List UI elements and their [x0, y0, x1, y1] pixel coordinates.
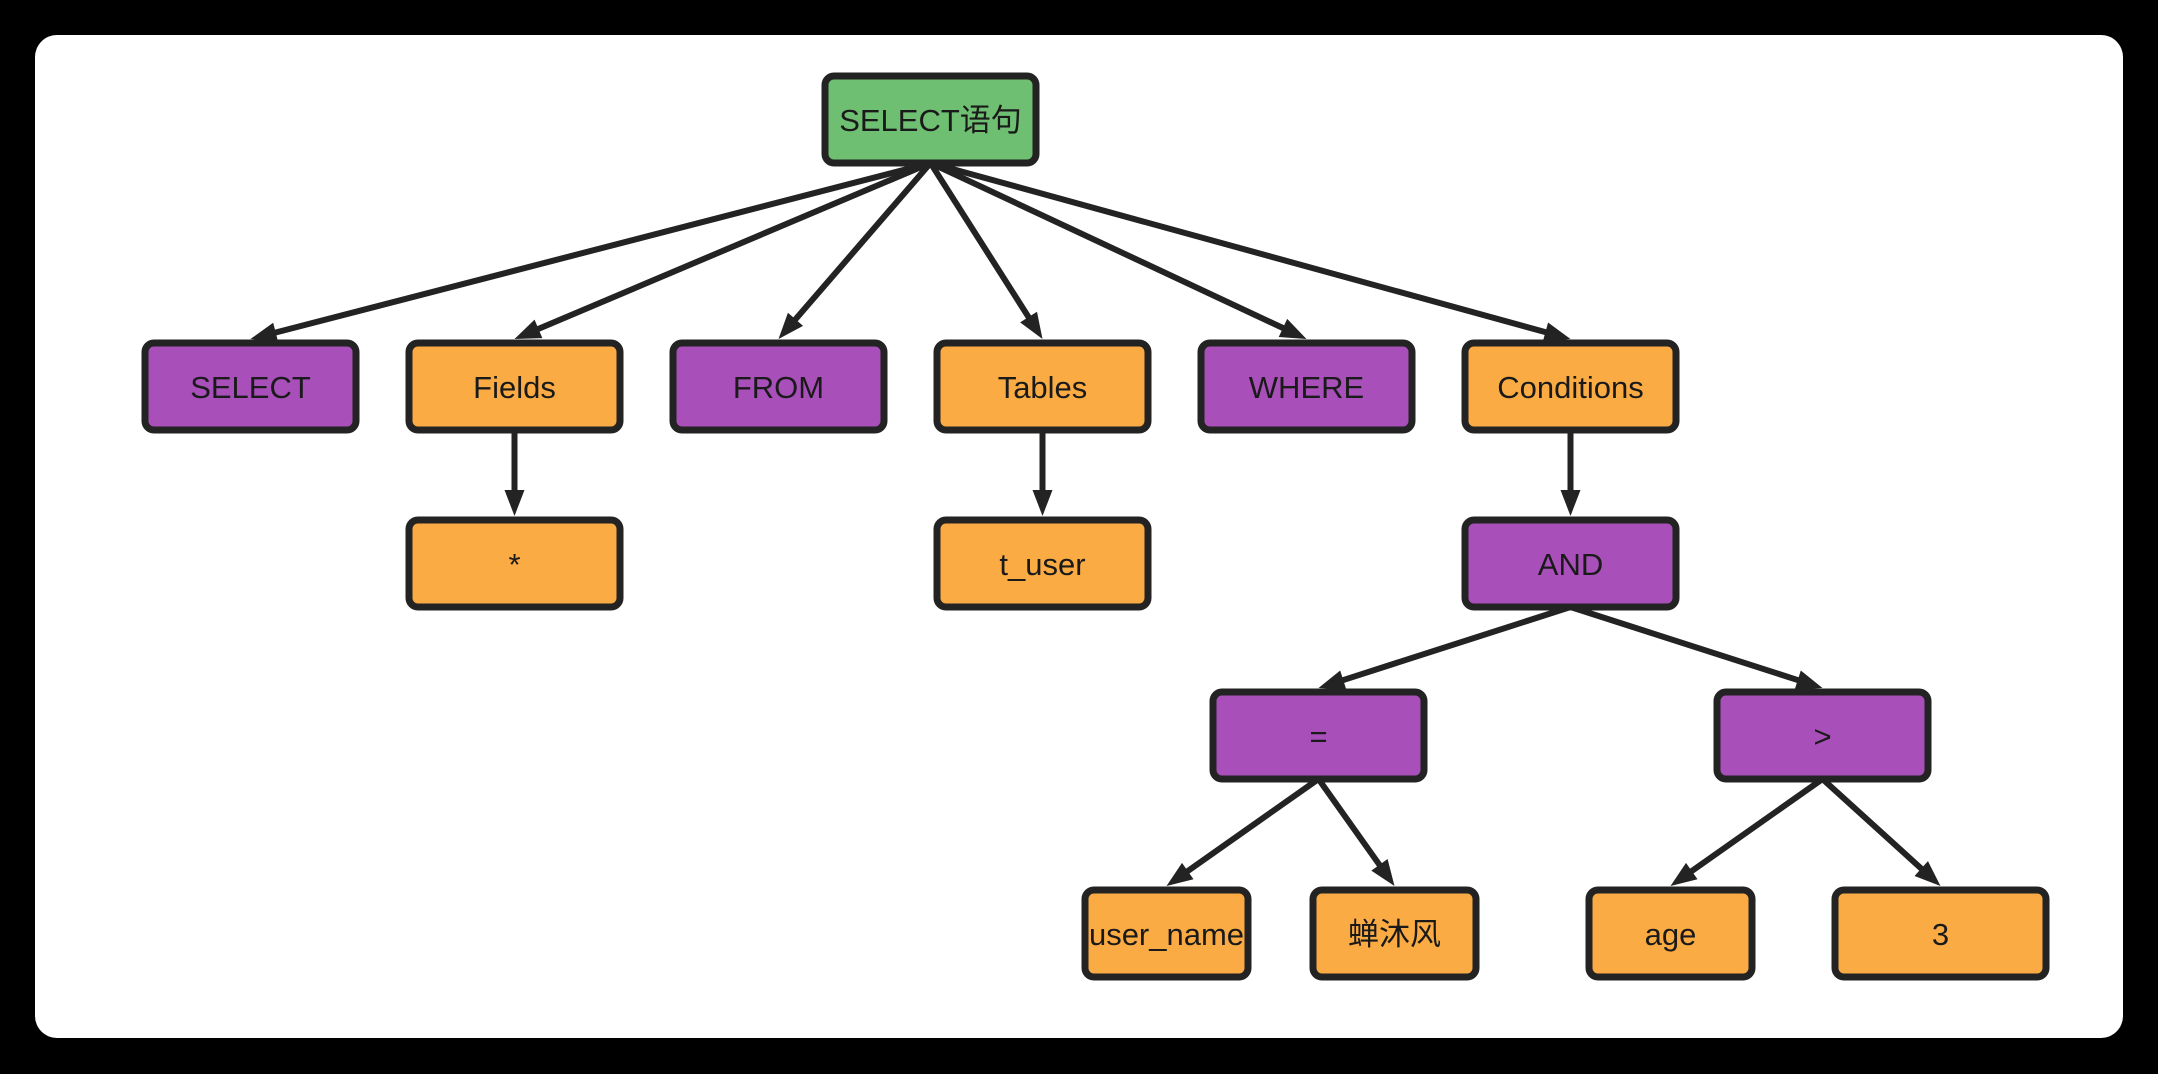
node-op_gt[interactable]: > — [1713, 688, 1932, 783]
edge-root-to-conds — [927, 160, 1571, 342]
edge-op_and-to-op_eq — [1318, 604, 1574, 690]
edge-root-to-tables — [927, 160, 1043, 339]
node-box-fields[interactable] — [405, 339, 624, 434]
edge-root-to-k_from — [778, 160, 934, 339]
node-box-op_gt[interactable] — [1713, 688, 1932, 783]
node-box-val_name[interactable] — [1309, 886, 1480, 981]
node-col_age[interactable]: age — [1585, 886, 1756, 981]
node-k_where[interactable]: WHERE — [1197, 339, 1416, 434]
node-box-col_age[interactable] — [1585, 886, 1756, 981]
node-box-root[interactable] — [821, 72, 1040, 167]
nodes-layer: SELECT语句 SELECT Fields FROM Tables WHERE Condi… — [141, 72, 2050, 981]
edge-conds-to-op_and — [1560, 427, 1581, 516]
node-col_user[interactable]: user_name — [1081, 886, 1252, 981]
node-conds[interactable]: Conditions — [1461, 339, 1680, 434]
node-val_three[interactable]: 3 — [1831, 886, 2050, 981]
node-box-k_select[interactable] — [141, 339, 360, 434]
edge-op_eq-to-val_name — [1315, 776, 1395, 886]
node-k_from[interactable]: FROM — [669, 339, 888, 434]
node-root[interactable]: SELECT语句 — [821, 72, 1040, 167]
node-star[interactable]: * — [405, 516, 624, 611]
node-t_user[interactable]: t_user — [933, 516, 1152, 611]
edge-op_and-to-op_gt — [1567, 604, 1823, 690]
edge-root-to-fields — [514, 160, 934, 339]
diagram-canvas: SELECT语句 SELECT Fields FROM Tables WHERE Condi… — [35, 35, 2123, 1038]
node-k_select[interactable]: SELECT — [141, 339, 360, 434]
node-box-star[interactable] — [405, 516, 624, 611]
tree-diagram: SELECT语句 SELECT Fields FROM Tables WHERE Condi… — [141, 72, 2050, 981]
node-box-op_and[interactable] — [1461, 516, 1680, 611]
edge-op_gt-to-col_age — [1670, 776, 1826, 886]
edge-tables-to-t_user — [1032, 427, 1053, 516]
node-box-k_from[interactable] — [669, 339, 888, 434]
edge-root-to-k_where — [927, 160, 1307, 339]
edge-root-to-k_select — [250, 160, 934, 343]
node-op_and[interactable]: AND — [1461, 516, 1680, 611]
node-box-conds[interactable] — [1461, 339, 1680, 434]
node-box-t_user[interactable] — [933, 516, 1152, 611]
node-box-tables[interactable] — [933, 339, 1152, 434]
edge-op_eq-to-col_user — [1166, 776, 1322, 886]
node-box-op_eq[interactable] — [1209, 688, 1428, 783]
node-box-k_where[interactable] — [1197, 339, 1416, 434]
node-op_eq[interactable]: = — [1209, 688, 1428, 783]
node-fields[interactable]: Fields — [405, 339, 624, 434]
edge-fields-to-star — [504, 427, 525, 516]
node-val_name[interactable]: 蝉沐风 — [1309, 886, 1480, 981]
node-box-val_three[interactable] — [1831, 886, 2050, 981]
edge-op_gt-to-val_three — [1819, 776, 1941, 886]
edges-layer — [250, 160, 1941, 886]
node-tables[interactable]: Tables — [933, 339, 1152, 434]
node-box-col_user[interactable] — [1081, 886, 1252, 981]
